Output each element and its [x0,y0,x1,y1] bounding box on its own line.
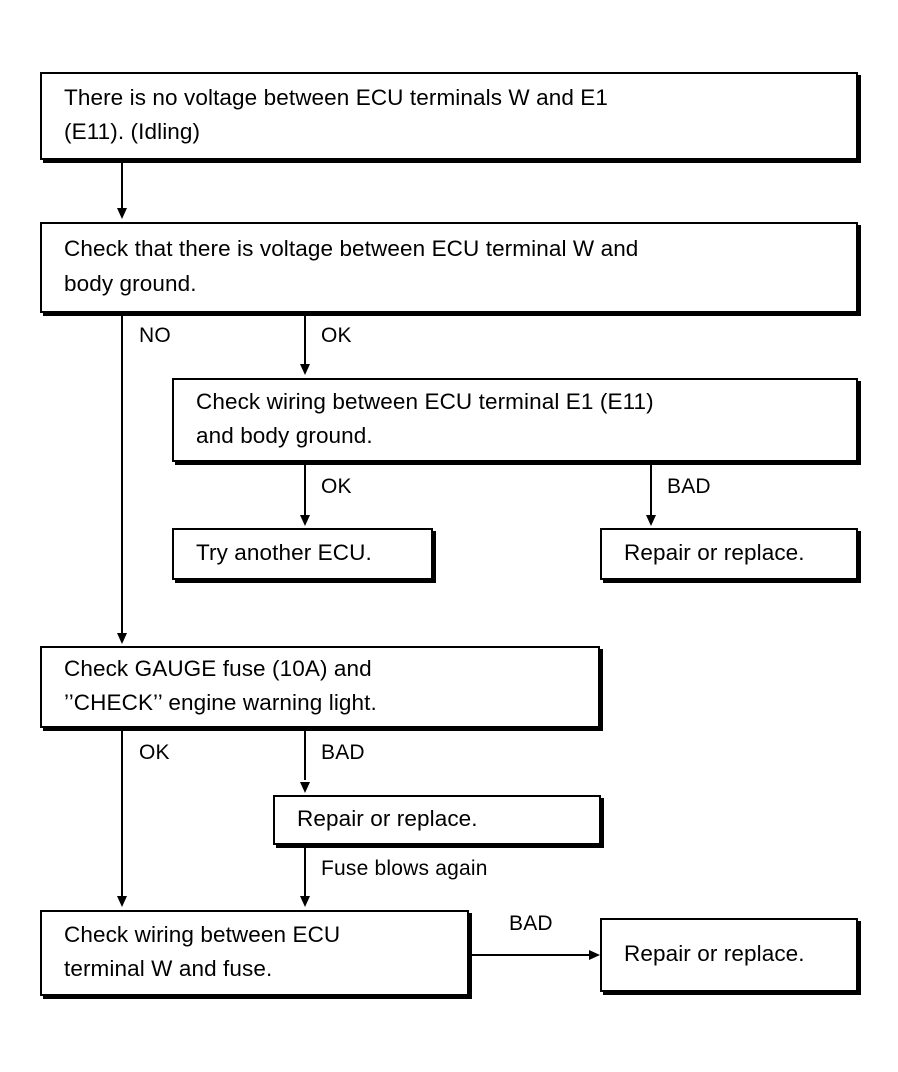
node-check-wiring-w-fuse: Check wiring between ECU terminal W and … [40,910,469,996]
node-repair-or-replace-wiring-label: Repair or replace. [624,940,805,966]
node-start: There is no voltage between ECU terminal… [40,72,858,160]
node-repair-or-replace-fuse: Repair or replace. [273,795,601,845]
arrowhead-bad-fuse-branch [300,782,310,793]
node-repair-or-replace-ground-label: Repair or replace. [624,539,805,565]
node-check-wiring-w-fuse-label: Check wiring between ECU terminal W and … [64,921,341,981]
node-repair-or-replace-ground: Repair or replace. [600,528,858,580]
node-check-wiring-e1-body-ground: Check wiring between ECU terminal E1 (E1… [172,378,858,462]
node-start-label: There is no voltage between ECU terminal… [64,84,609,144]
node-try-another-ecu: Try another ECU. [172,528,433,580]
arrowhead-no-branch [117,633,127,644]
arrowhead-ok-ground-branch [300,515,310,526]
edge-label-ok-fuse-branch: OK [139,741,170,764]
edge-bad-ground-branch [650,462,652,518]
edge-label-bad-fuse-branch: BAD [321,741,365,764]
node-repair-or-replace-fuse-label: Repair or replace. [297,805,478,831]
node-repair-or-replace-wiring: Repair or replace. [600,918,858,992]
edge-label-ok-voltage-branch: OK [321,324,352,347]
edge-ok-ground-branch [304,462,306,518]
edge-ok-fuse-branch [121,728,123,898]
edge-bad-fuse-branch [304,728,306,780]
edge-label-fuse-blows-again: Fuse blows again [321,857,488,880]
edge-label-no-voltage-branch: NO [139,324,171,347]
node-check-voltage-w-body-ground: Check that there is voltage between ECU … [40,222,858,313]
arrowhead-fuse-blows-again [300,896,310,907]
edge-bad-wiring-branch [469,954,593,956]
edge-start-to-check-voltage [121,160,123,212]
edge-no-branch [121,313,123,635]
node-check-voltage-label: Check that there is voltage between ECU … [64,236,639,296]
node-check-gauge-fuse-label: Check GAUGE fuse (10A) and ’’CHECK’’ eng… [64,655,377,715]
node-try-another-ecu-label: Try another ECU. [196,539,372,565]
edge-fuse-blows-again [304,845,306,898]
edge-label-ok-ground-branch: OK [321,475,352,498]
node-check-gauge-fuse: Check GAUGE fuse (10A) and ’’CHECK’’ eng… [40,646,600,728]
arrowhead-bad-wiring-branch [589,950,600,960]
arrowhead-ok-fuse-branch [117,896,127,907]
node-check-wiring-e1-label: Check wiring between ECU terminal E1 (E1… [196,388,654,448]
edge-label-bad-wiring-branch: BAD [509,912,553,935]
arrowhead-bad-ground-branch [646,515,656,526]
edge-label-bad-ground-branch: BAD [667,475,711,498]
edge-ok-voltage-branch [304,313,306,367]
arrowhead-start-to-check-voltage [117,208,127,219]
arrowhead-ok-voltage-branch [300,364,310,375]
